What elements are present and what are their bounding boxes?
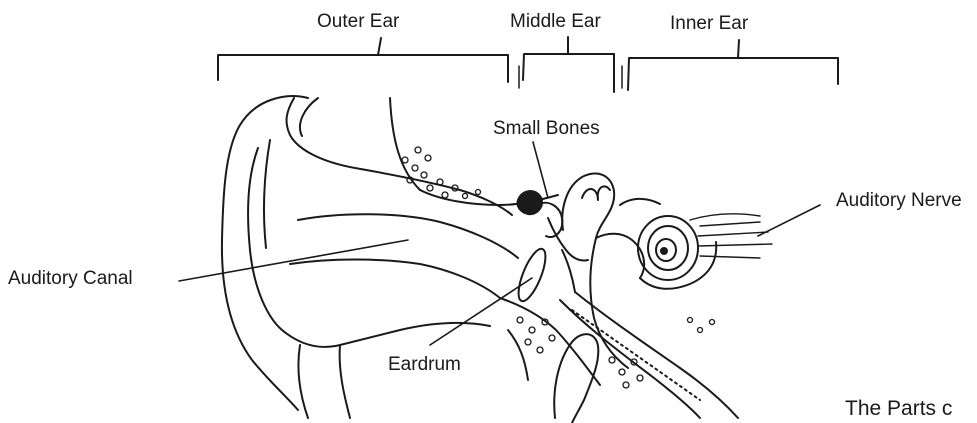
outer-ear-label: Outer Ear — [317, 12, 399, 31]
pinna — [222, 96, 518, 418]
bone-texture — [402, 147, 715, 388]
small-bones-label: Small Bones — [493, 119, 600, 138]
eardrum — [513, 246, 551, 305]
canal-wall — [554, 334, 598, 423]
auditory-canal-label: Auditory Canal — [8, 269, 133, 288]
auditory-nerve-label: Auditory Nerve — [836, 191, 962, 210]
middle-ear-bracket — [519, 37, 614, 92]
outer-ear-bracket — [218, 38, 508, 82]
eustachian-tube — [560, 292, 738, 418]
eardrum-label: Eardrum — [388, 355, 461, 374]
inner-ear-label: Inner Ear — [670, 14, 748, 33]
middle-ear-label: Middle Ear — [510, 12, 601, 31]
leader-lines — [179, 142, 820, 345]
caption-text: The Parts c — [845, 398, 952, 419]
inner-ear-bracket — [622, 40, 838, 90]
small-bones — [517, 191, 588, 292]
